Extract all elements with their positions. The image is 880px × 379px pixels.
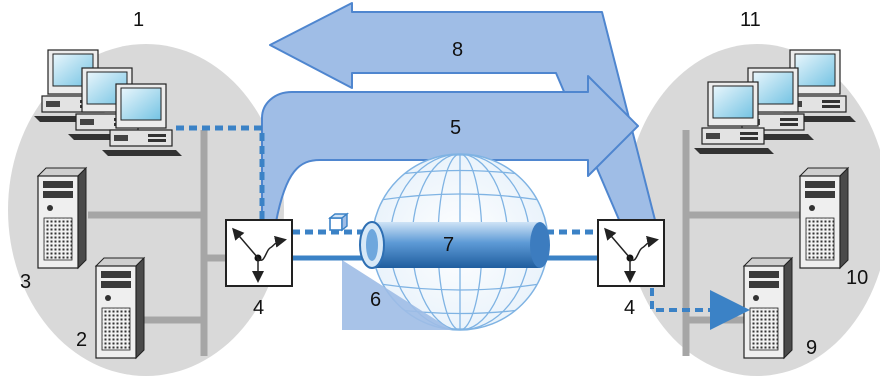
dashed-arrow-to-server xyxy=(650,288,750,330)
server-icon-left-top xyxy=(37,167,87,269)
vpn-tunnel xyxy=(359,221,550,269)
server-icon-right-bottom xyxy=(743,257,793,359)
data-packet-icon xyxy=(328,212,349,232)
label-server-bottom-left: 2 xyxy=(76,329,87,351)
label-tunnel: 7 xyxy=(443,234,454,256)
server-icon-left-bottom xyxy=(95,257,145,359)
label-router-right: 4 xyxy=(624,297,635,319)
outbound-arrow xyxy=(261,75,639,223)
dashed-link-workstation xyxy=(176,125,265,220)
server-icon-right-top xyxy=(799,167,849,269)
wedge-shape xyxy=(342,260,452,330)
router-icon-right xyxy=(598,220,664,286)
label-arrow-outbound: 5 xyxy=(450,117,461,139)
router-icon-left xyxy=(226,220,292,286)
label-server-bottom-right: 9 xyxy=(806,337,817,359)
label-site-left: 1 xyxy=(133,9,144,31)
label-server-top-right: 10 xyxy=(846,267,868,289)
label-arrow-return: 8 xyxy=(452,39,463,61)
label-router-left: 4 xyxy=(253,297,264,319)
label-server-top-left: 3 xyxy=(20,271,31,293)
lan-bus-left xyxy=(88,130,232,356)
label-wedge: 6 xyxy=(370,289,381,311)
label-site-right: 11 xyxy=(740,9,761,31)
